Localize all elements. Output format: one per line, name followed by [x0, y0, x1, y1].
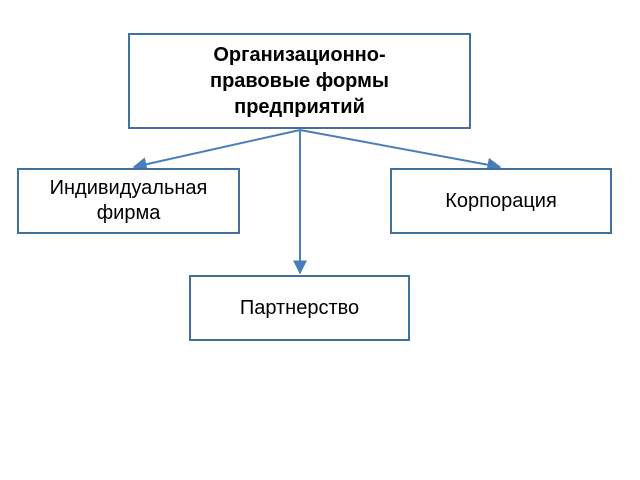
node-corporation-label: Корпорация [445, 189, 557, 212]
root-node-label: Организационно- правовые формы предприят… [209, 44, 389, 118]
root-node: Организационно- правовые формы предприят… [128, 33, 471, 129]
node-partnership-label: Партнерство [239, 296, 360, 319]
node-individual-firm-label: Индивидуальная фирма [49, 177, 208, 224]
node-individual-firm: Индивидуальная фирма [17, 168, 240, 234]
arrow-to-individual [132, 129, 301, 172]
node-corporation: Корпорация [390, 168, 612, 234]
arrow-to-corporation [299, 129, 502, 172]
node-partnership: Партнерство [189, 275, 410, 341]
